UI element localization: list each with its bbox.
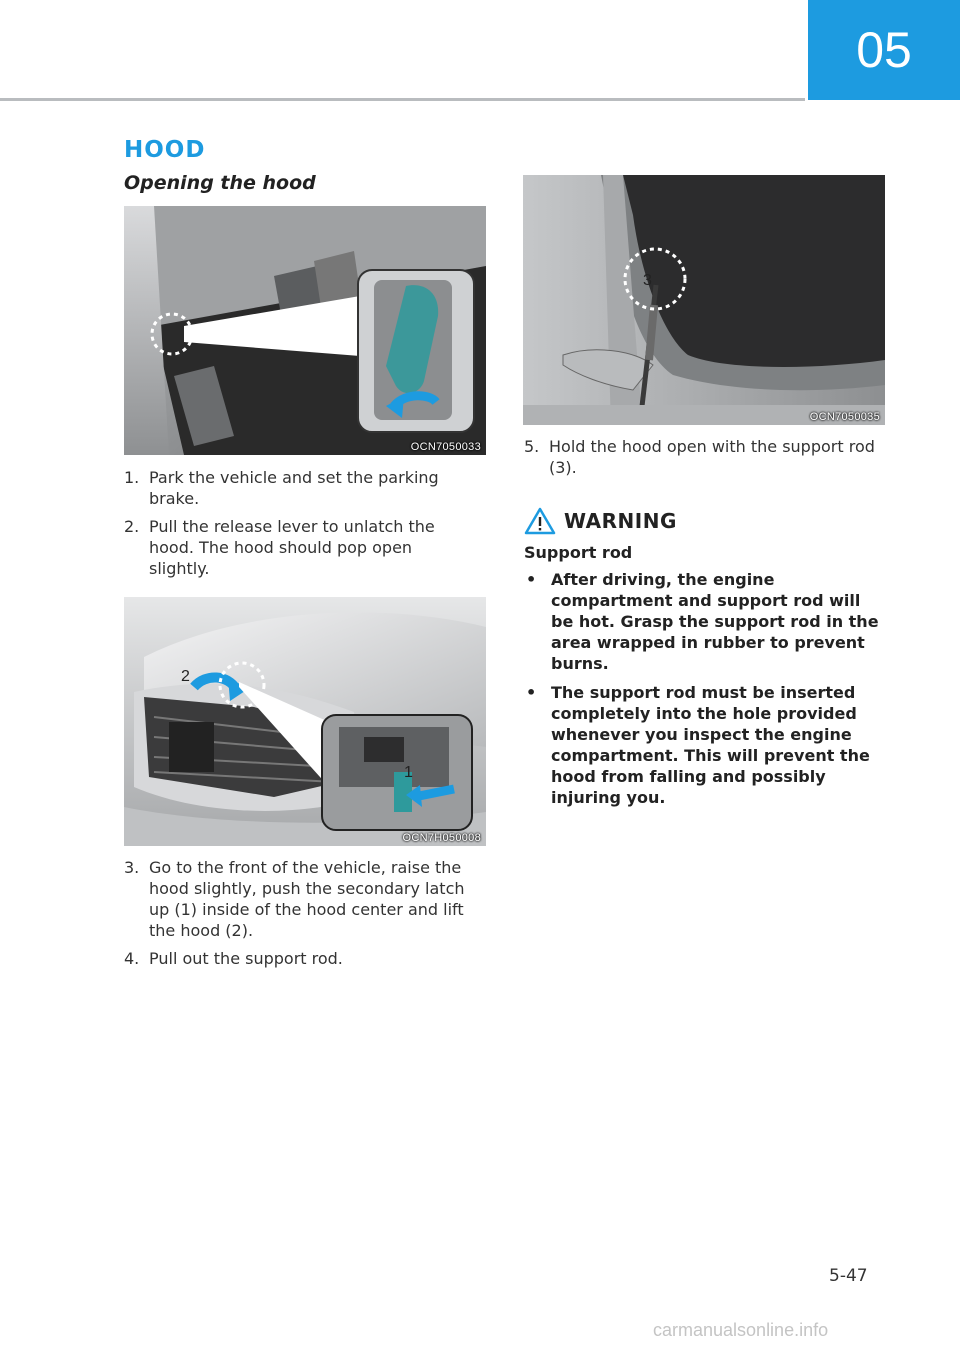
warning-item-text: After driving, the engine compartment an… (551, 570, 879, 673)
step-text: Pull the release lever to unlatch the ho… (149, 517, 435, 578)
section-title: HOOD (124, 137, 206, 163)
step-item: 3. Go to the front of the vehicle, raise… (124, 857, 479, 941)
step-item: 1. Park the vehicle and set the parking … (124, 467, 474, 509)
warning-list: • After driving, the engine compartment … (524, 569, 879, 816)
warning-triangle-icon (524, 507, 556, 535)
page-number: 5-47 (829, 1266, 868, 1286)
step-text: Pull out the support rod. (149, 949, 343, 968)
step-item: 2. Pull the release lever to unlatch the… (124, 516, 474, 579)
figure-support-rod: 3 OCN7050035 (523, 175, 885, 425)
step-item: 5. Hold the hood open with the support r… (524, 436, 879, 478)
step-item: 4. Pull out the support rod. (124, 948, 479, 969)
warning-item: • After driving, the engine compartment … (524, 569, 879, 674)
figure-support-rod-illustration: 3 (523, 175, 885, 425)
figure-hood-release-lever: OCN7050033 (124, 206, 486, 455)
step-text: Park the vehicle and set the parking bra… (149, 468, 439, 508)
figure-code: OCN7050035 (809, 411, 880, 423)
step-number: 3. (124, 858, 140, 877)
chapter-number: 05 (856, 22, 912, 78)
bullet: • (526, 683, 537, 702)
step-number: 4. (124, 949, 140, 968)
steps-list-a: 1. Park the vehicle and set the parking … (124, 467, 474, 586)
header-rule (0, 98, 805, 101)
figure-label-3: 3 (643, 272, 652, 289)
warning-subtitle: Support rod (524, 543, 633, 562)
warning-item-text: The support rod must be inserted complet… (551, 683, 870, 807)
step-number: 5. (524, 437, 540, 456)
chapter-tab: 05 (808, 0, 960, 100)
figure-secondary-latch-illustration: 2 1 (124, 597, 486, 846)
bullet: • (526, 570, 537, 589)
warning-label: WARNING (564, 509, 677, 533)
step-text: Hold the hood open with the support rod … (549, 437, 875, 477)
steps-list-b: 3. Go to the front of the vehicle, raise… (124, 857, 479, 976)
steps-list-c: 5. Hold the hood open with the support r… (524, 436, 879, 485)
subsection-title: Opening the hood (124, 172, 316, 194)
step-number: 2. (124, 517, 140, 536)
warning-item: • The support rod must be inserted compl… (524, 682, 879, 808)
step-text: Go to the front of the vehicle, raise th… (149, 858, 465, 940)
figure-code: OCN7H050008 (402, 832, 481, 844)
figure-label-1: 1 (404, 764, 413, 781)
watermark: carmanualsonline.info (653, 1320, 829, 1340)
step-number: 1. (124, 468, 140, 487)
warning-heading: WARNING (524, 507, 677, 535)
figure-label-2: 2 (181, 668, 190, 685)
figure-hood-release-lever-illustration (124, 206, 486, 455)
figure-code: OCN7050033 (410, 441, 481, 453)
figure-secondary-latch: 2 1 OCN7H050008 (124, 597, 486, 846)
